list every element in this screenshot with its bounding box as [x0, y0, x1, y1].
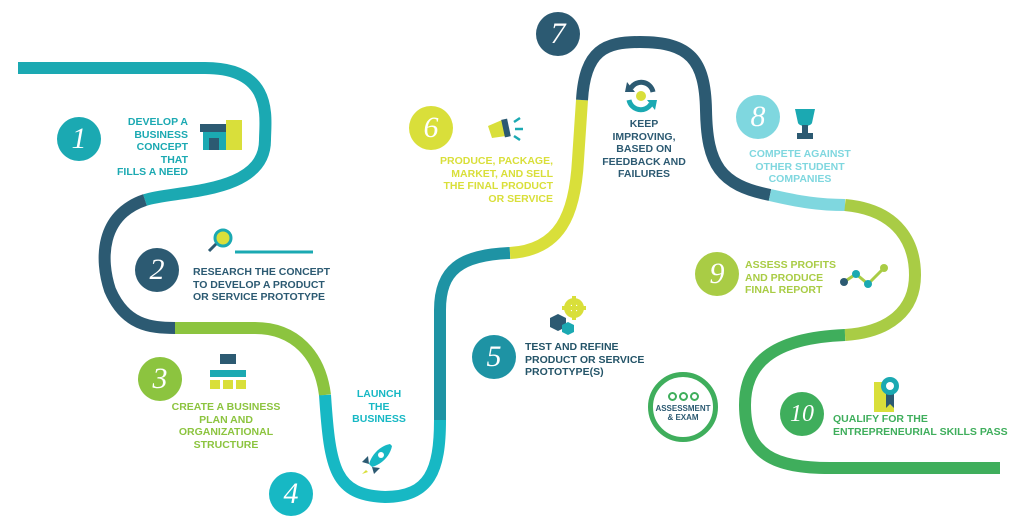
road-segment-10 [738, 329, 1000, 474]
badge-dots-icon [667, 392, 699, 401]
step-1-number: 1 [57, 117, 101, 161]
rocket-icon [362, 444, 392, 474]
road-segment-2 [98, 194, 176, 334]
road-segment-7 [576, 35, 772, 201]
road-segment-3 [175, 322, 331, 396]
badge-line-1: ASSESSMENT [655, 404, 711, 413]
road-segment-5 [434, 247, 511, 420]
org-chart-icon [210, 354, 246, 389]
line-graph-icon [840, 264, 888, 288]
certificate-ribbon-icon [874, 377, 899, 412]
step-7-number: 7 [536, 12, 580, 56]
trophy-icon [795, 109, 815, 139]
road-segment-4 [319, 394, 446, 504]
road-segment-9 [844, 199, 922, 341]
magnifier-icon [207, 228, 313, 254]
road-segment-8 [768, 189, 846, 211]
step-6-number: 6 [409, 106, 453, 150]
refresh-cycle-icon [625, 79, 657, 113]
step-10-number: 10 [780, 392, 824, 436]
step-6-label: PRODUCE, PACKAGE,MARKET, AND SELL THE FI… [440, 155, 553, 205]
step-4-number: 4 [269, 472, 313, 516]
step-5-number: 5 [472, 335, 516, 379]
badge-line-2: & EXAM [667, 413, 699, 422]
step-2-number: 2 [135, 248, 179, 292]
step-8-number: 8 [736, 95, 780, 139]
storefront-icon [200, 120, 242, 150]
step-9-number: 9 [695, 252, 739, 296]
gears-icon [550, 296, 586, 335]
road-segment-6 [509, 99, 588, 259]
road-segment-1 [18, 62, 272, 206]
step-3-number: 3 [138, 357, 182, 401]
megaphone-icon [488, 116, 523, 142]
assessment-exam-badge: ASSESSMENT & EXAM [648, 372, 718, 442]
